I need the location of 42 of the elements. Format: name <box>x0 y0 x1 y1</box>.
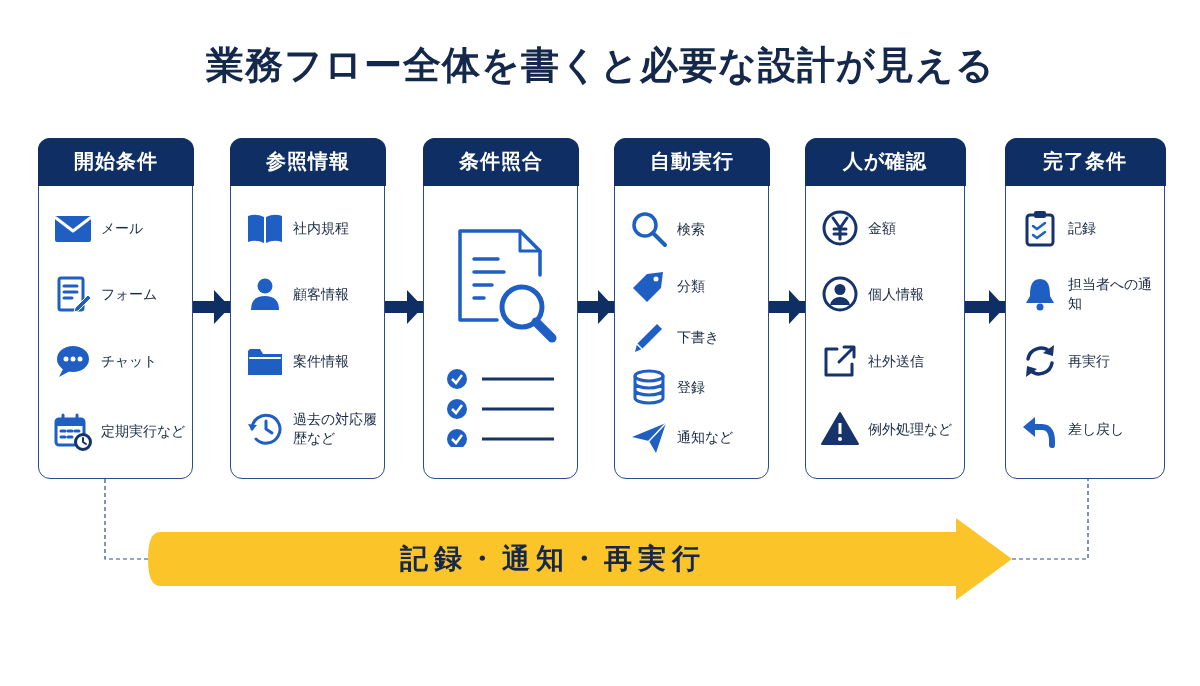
step-header: 人が確認 <box>804 137 966 186</box>
arrow <box>193 290 230 324</box>
item-label: 過去の対応履歴など <box>293 410 378 448</box>
item-label: 定期実行など <box>101 421 186 441</box>
step-card <box>423 138 578 479</box>
item-label: 案件情報 <box>293 351 350 371</box>
step-header: 条件照合 <box>422 137 579 186</box>
item-label: 例外処理など <box>868 419 953 439</box>
item-label: 金額 <box>868 218 897 238</box>
item-label: 通知など <box>677 427 734 447</box>
arrow <box>385 290 423 324</box>
item-label: メール <box>101 218 144 238</box>
item-label: 記録 <box>1068 218 1097 238</box>
item-label: 担当者への通知 <box>1068 275 1153 313</box>
item-label: フォーム <box>101 284 158 304</box>
band-label: 記録・通知・再実行 <box>399 541 707 577</box>
arrow <box>769 290 805 324</box>
step-header: 参照情報 <box>229 137 386 186</box>
step-header: 自動実行 <box>613 137 770 186</box>
step-card <box>230 138 385 479</box>
dashed-connector <box>1011 478 1089 560</box>
item-label: 登録 <box>677 377 706 397</box>
step-header: 完了条件 <box>1004 137 1166 186</box>
step-card <box>38 138 193 479</box>
dashed-connector <box>104 478 149 560</box>
step-card <box>805 138 965 479</box>
item-label: 分類 <box>677 276 706 296</box>
item-label: 下書き <box>677 327 720 347</box>
item-label: 再実行 <box>1068 351 1111 371</box>
step-header: 開始条件 <box>37 137 194 186</box>
step-card <box>1005 138 1165 479</box>
item-label: 差し戻し <box>1068 419 1125 439</box>
item-label: 検索 <box>677 219 706 239</box>
item-label: チャット <box>101 351 158 371</box>
arrow <box>578 290 614 324</box>
item-label: 社外送信 <box>868 351 925 371</box>
item-label: 個人情報 <box>868 284 925 304</box>
title: 業務フロー全体を書くと必要な設計が見える <box>204 42 996 89</box>
item-label: 社内規程 <box>293 218 350 238</box>
arrow <box>965 290 1005 324</box>
item-label: 顧客情報 <box>293 284 350 304</box>
step-card <box>614 138 769 479</box>
